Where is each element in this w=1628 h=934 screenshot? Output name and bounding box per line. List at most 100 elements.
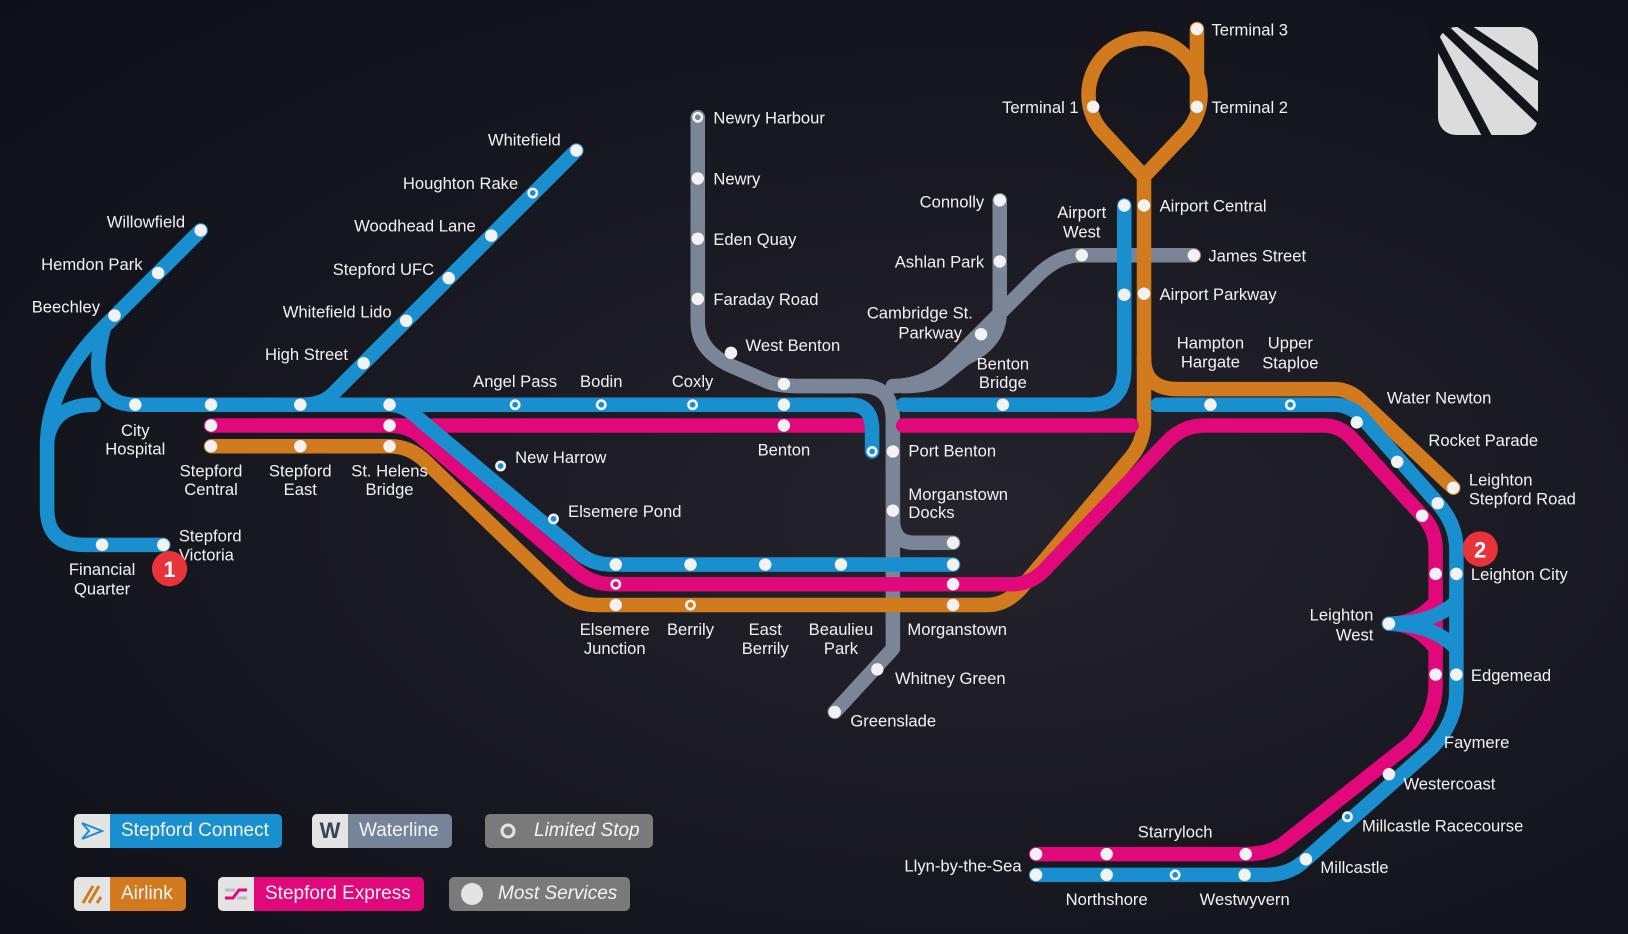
- station-marker[interactable]: [691, 232, 704, 245]
- station-label-elsemere-pond[interactable]: Elsemere Pond: [568, 502, 681, 521]
- station-label-leighton-west-2[interactable]: West: [1336, 625, 1374, 644]
- station-label-st-helens-2[interactable]: Bridge: [366, 480, 414, 499]
- station-marker[interactable]: [993, 194, 1006, 207]
- station-label-morganstown-docks-1[interactable]: Morganstown: [908, 485, 1008, 504]
- station-marker[interactable]: [1029, 847, 1043, 861]
- station-label-stepford-east-1[interactable]: Stepford: [269, 461, 332, 480]
- station-label-benton[interactable]: Benton: [758, 441, 811, 460]
- station-label-terminal-2[interactable]: Terminal 2: [1211, 98, 1288, 117]
- station-label-benton-bridge-1[interactable]: Benton: [977, 354, 1030, 373]
- station-label-terminal-1[interactable]: Terminal 1: [1002, 98, 1079, 117]
- station-label-benton-bridge-2[interactable]: Bridge: [979, 373, 1027, 392]
- station-marker[interactable]: [684, 558, 697, 571]
- station-label-st-helens-1[interactable]: St. Helens: [351, 461, 428, 480]
- station-label-morganstown[interactable]: Morganstown: [907, 620, 1007, 639]
- station-marker[interactable]: [294, 398, 307, 411]
- limited-stop-marker[interactable]: [527, 187, 539, 199]
- station-marker[interactable]: [777, 377, 791, 391]
- limited-stop-marker[interactable]: [692, 111, 704, 123]
- marker-2[interactable]: 2: [1462, 531, 1498, 567]
- station-marker[interactable]: [383, 419, 396, 432]
- station-marker[interactable]: [1429, 668, 1442, 681]
- station-label-greenslade[interactable]: Greenslade: [850, 711, 936, 730]
- station-label-beechley[interactable]: Beechley: [32, 297, 101, 316]
- station-marker[interactable]: [1450, 668, 1463, 681]
- station-marker[interactable]: [570, 144, 583, 157]
- station-label-airport-parkway[interactable]: Airport Parkway: [1160, 285, 1278, 304]
- station-marker[interactable]: [609, 558, 623, 571]
- station-label-bodin[interactable]: Bodin: [580, 372, 622, 391]
- station-marker[interactable]: [194, 224, 207, 237]
- station-marker[interactable]: [609, 598, 623, 612]
- station-marker[interactable]: [1190, 100, 1204, 114]
- limited-stop-marker[interactable]: [548, 513, 559, 525]
- limited-stop-marker[interactable]: [610, 578, 622, 590]
- station-label-northshore[interactable]: Northshore: [1066, 890, 1148, 909]
- station-label-connolly[interactable]: Connolly: [920, 193, 985, 212]
- station-marker[interactable]: [1118, 288, 1131, 301]
- station-marker[interactable]: [485, 229, 498, 242]
- station-marker[interactable]: [758, 558, 772, 571]
- station-label-angel-pass[interactable]: Angel Pass: [473, 372, 557, 391]
- station-marker[interactable]: [151, 266, 165, 280]
- station-label-houghton-rake[interactable]: Houghton Rake: [403, 174, 518, 193]
- station-marker[interactable]: [1190, 22, 1204, 36]
- limited-stop-marker[interactable]: [687, 399, 699, 411]
- station-label-beaulieu-park-2[interactable]: Park: [824, 639, 859, 658]
- station-marker[interactable]: [996, 398, 1010, 411]
- station-label-upper-staploe-2[interactable]: Staploe: [1262, 353, 1318, 372]
- station-marker[interactable]: [1431, 497, 1444, 510]
- station-label-east-berrily-2[interactable]: Berrily: [742, 639, 790, 658]
- station-label-stepford-central-1[interactable]: Stepford: [180, 461, 243, 480]
- station-label-eden-quay[interactable]: Eden Quay: [713, 230, 797, 249]
- station-label-westercoast[interactable]: Westercoast: [1403, 775, 1495, 794]
- station-marker[interactable]: [357, 356, 370, 370]
- station-label-whitney-green[interactable]: Whitney Green: [895, 669, 1006, 688]
- station-label-james-street[interactable]: James Street: [1208, 247, 1306, 266]
- station-marker[interactable]: [1137, 199, 1151, 212]
- station-label-leighton-stepford-road-1[interactable]: Leighton: [1469, 471, 1533, 490]
- station-marker[interactable]: [204, 419, 218, 432]
- station-label-city-hospital-1[interactable]: City: [121, 421, 150, 440]
- station-label-whitefield[interactable]: Whitefield: [488, 130, 561, 149]
- station-label-willowfield[interactable]: Willowfield: [107, 212, 185, 231]
- station-label-city-hospital-2[interactable]: Hospital: [105, 440, 165, 459]
- limited-stop-marker[interactable]: [1341, 811, 1353, 823]
- station-marker[interactable]: [1447, 481, 1460, 494]
- station-marker[interactable]: [399, 314, 413, 327]
- station-label-millcastle[interactable]: Millcastle: [1320, 858, 1388, 877]
- station-label-stepford-east-2[interactable]: East: [284, 480, 318, 499]
- station-label-stepford-victoria-2[interactable]: Victoria: [179, 545, 235, 564]
- limited-stop-marker[interactable]: [1169, 869, 1181, 881]
- station-marker[interactable]: [946, 578, 960, 591]
- station-label-cambridge-1[interactable]: Cambridge St.: [867, 304, 973, 323]
- station-marker[interactable]: [157, 538, 170, 552]
- station-label-hampton-hargate-2[interactable]: Hargate: [1181, 352, 1240, 371]
- station-label-newry-harbour[interactable]: Newry Harbour: [713, 108, 825, 127]
- station-label-whitefield-lido[interactable]: Whitefield Lido: [283, 303, 392, 322]
- station-label-stepford-ufc[interactable]: Stepford UFC: [333, 260, 434, 279]
- station-marker[interactable]: [1075, 249, 1088, 262]
- station-marker[interactable]: [1137, 287, 1151, 300]
- station-marker[interactable]: [691, 292, 704, 306]
- station-marker[interactable]: [383, 440, 396, 453]
- station-marker[interactable]: [129, 398, 142, 411]
- station-marker[interactable]: [828, 705, 841, 719]
- station-label-port-benton[interactable]: Port Benton: [908, 442, 996, 461]
- station-label-edgemead[interactable]: Edgemead: [1471, 666, 1551, 685]
- station-label-llyn-by-the-sea[interactable]: Llyn-by-the-Sea: [904, 857, 1022, 876]
- station-label-elsemere-junction-1[interactable]: Elsemere: [580, 620, 650, 639]
- station-marker[interactable]: [294, 440, 307, 453]
- station-label-hampton-hargate-1[interactable]: Hampton: [1177, 334, 1244, 353]
- station-label-elsemere-junction-2[interactable]: Junction: [584, 639, 646, 658]
- station-label-airport-west-1[interactable]: Airport: [1057, 203, 1106, 222]
- station-label-rocket-parade[interactable]: Rocket Parade: [1428, 431, 1538, 450]
- station-label-high-street[interactable]: High Street: [265, 345, 348, 364]
- station-marker[interactable]: [1299, 853, 1313, 866]
- station-marker[interactable]: [777, 398, 791, 411]
- station-label-woodhead-lane[interactable]: Woodhead Lane: [354, 216, 476, 235]
- station-marker[interactable]: [993, 255, 1006, 268]
- station-marker[interactable]: [974, 327, 988, 341]
- station-label-stepford-victoria-1[interactable]: Stepford: [179, 527, 242, 546]
- station-marker[interactable]: [442, 271, 455, 285]
